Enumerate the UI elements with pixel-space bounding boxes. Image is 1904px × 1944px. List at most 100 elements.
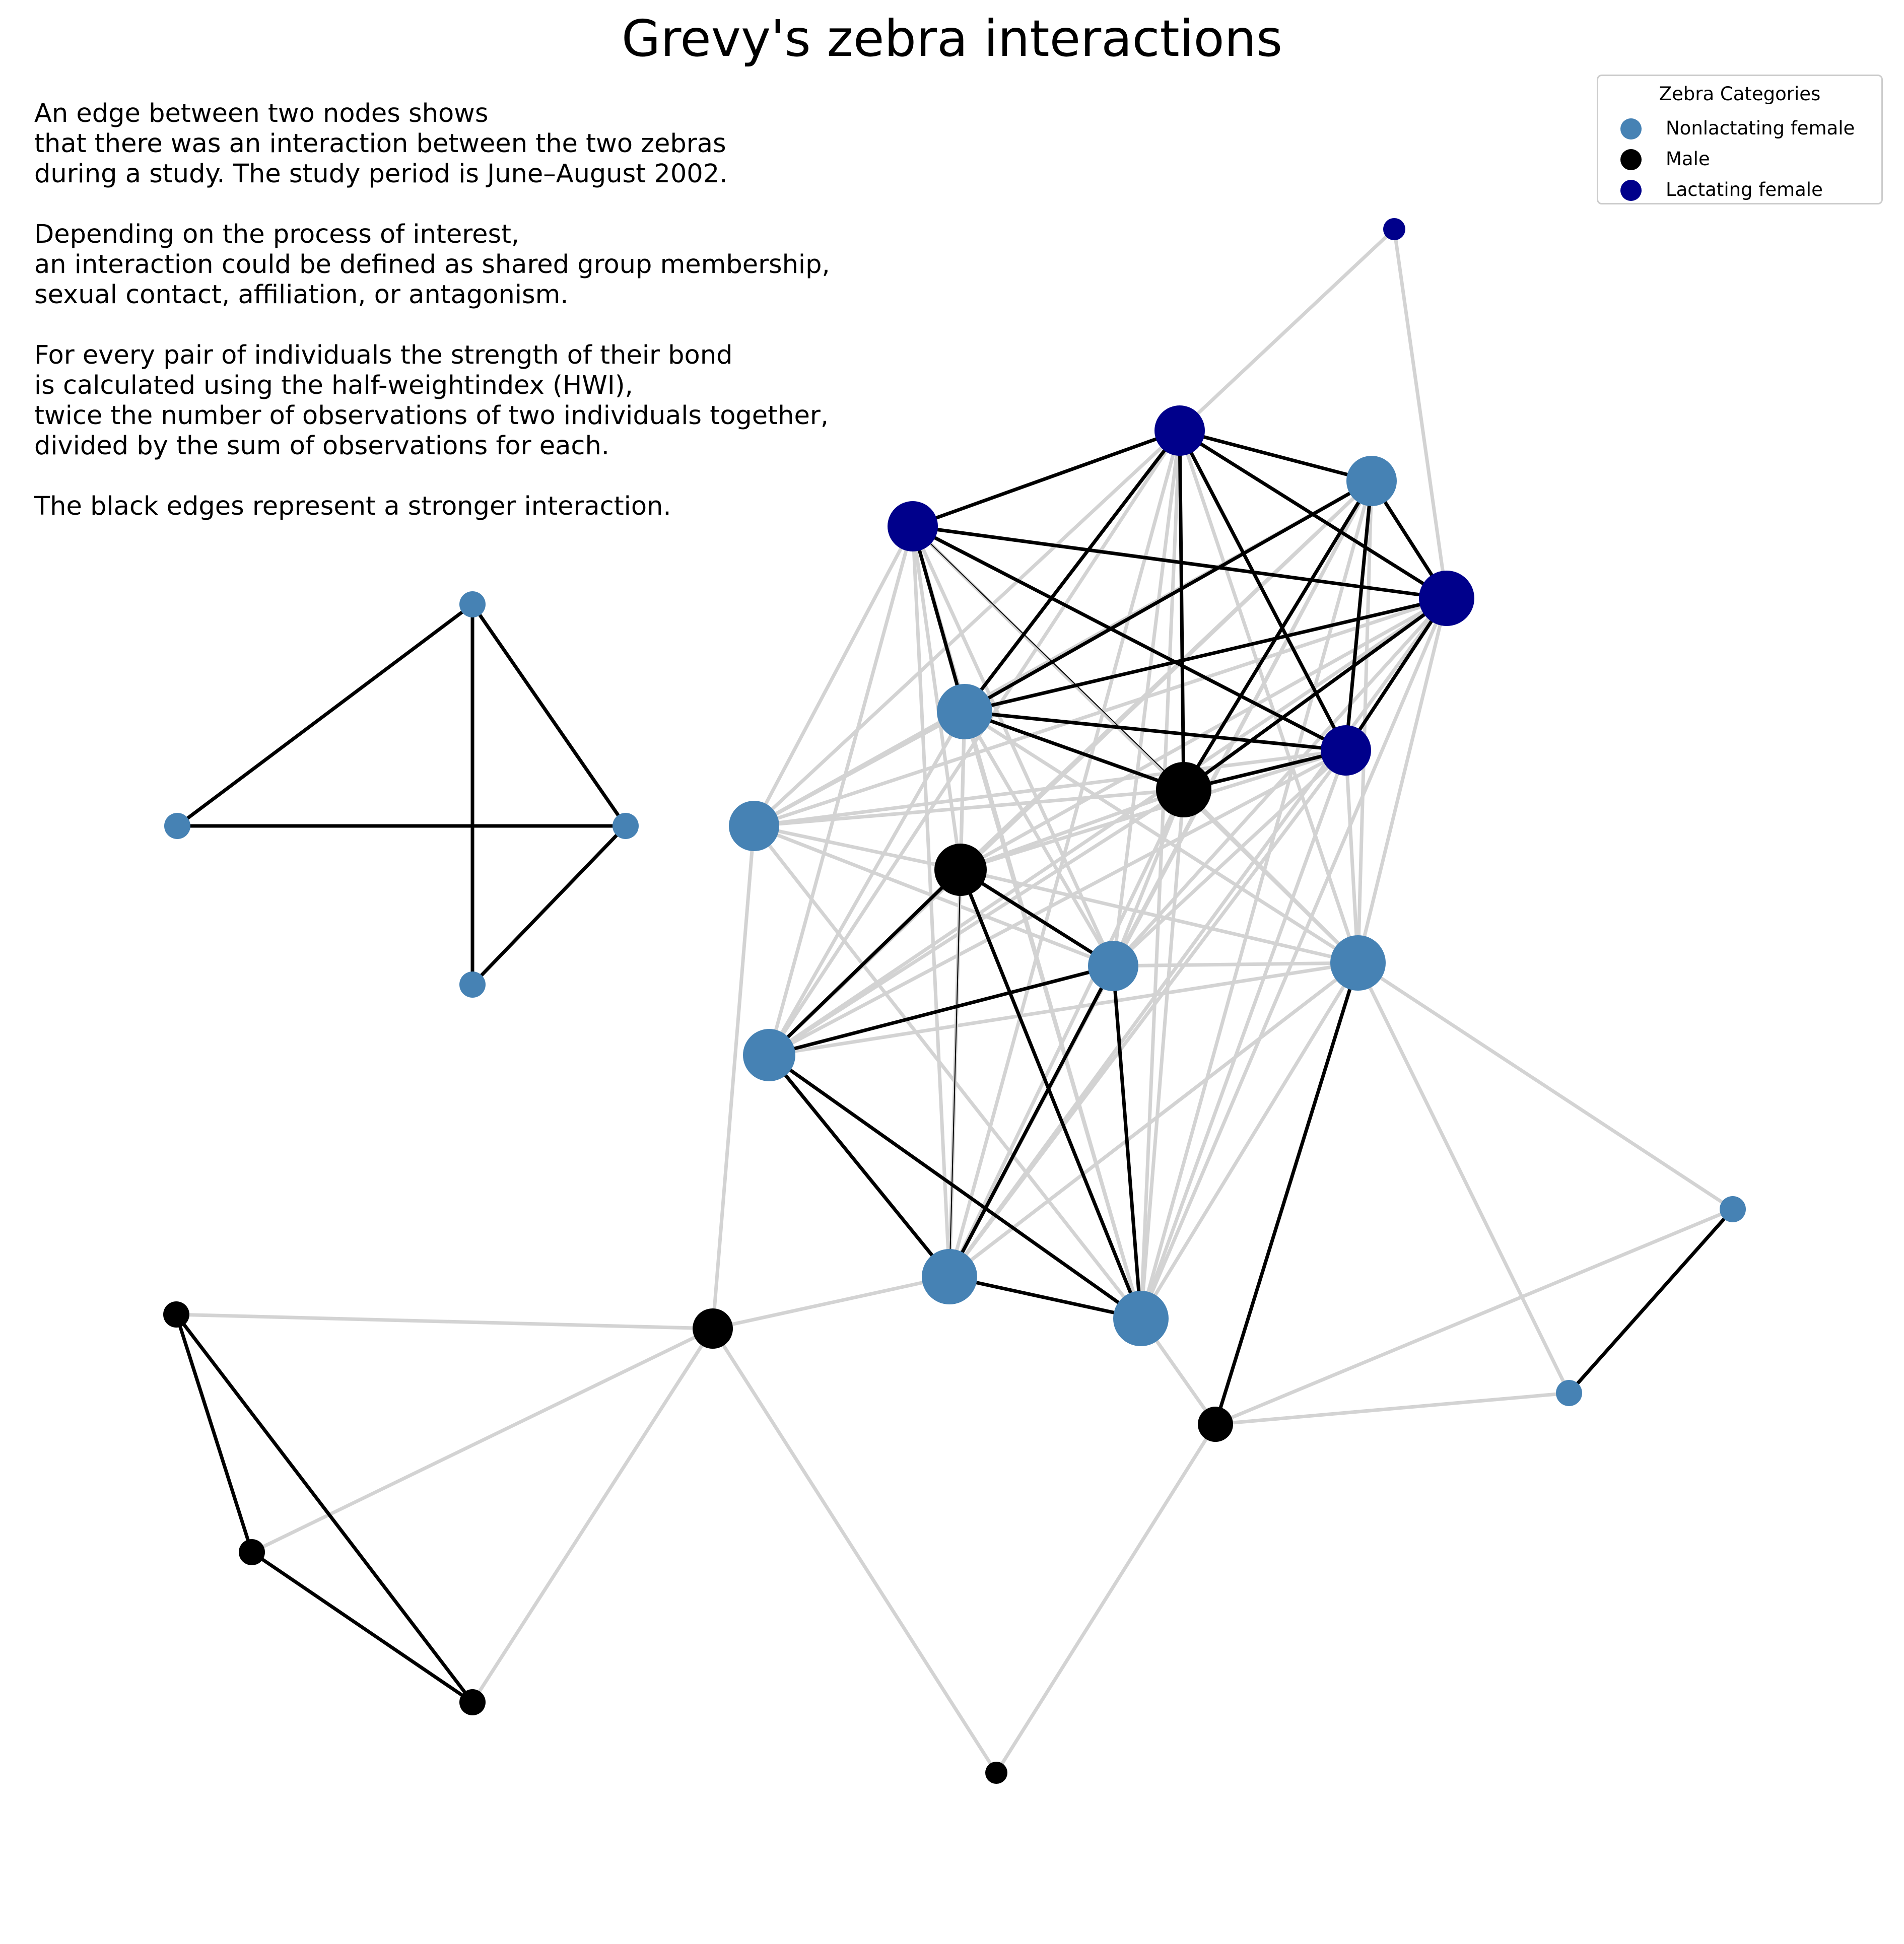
description-line: twice the number of observations of two … xyxy=(34,401,829,431)
strong-edge xyxy=(911,524,1348,752)
strong-edge xyxy=(963,429,1182,714)
strong-edge xyxy=(1178,429,1348,752)
strong-edge xyxy=(767,1053,951,1279)
legend-entry-nonlactating-female: Nonlactating female xyxy=(1598,116,1881,142)
weak-edge xyxy=(1392,227,1449,600)
weak-edge xyxy=(1111,961,1360,968)
zebra-node xyxy=(1383,218,1405,240)
strong-edges xyxy=(174,429,1735,1704)
weak-edge xyxy=(1139,429,1182,1321)
weak-edge xyxy=(752,824,1143,1321)
strong-edge xyxy=(470,602,628,828)
description-line: The black edges represent a stronger int… xyxy=(34,492,671,521)
weak-edge xyxy=(947,596,1449,1279)
zebra-node xyxy=(459,971,486,998)
strong-edge xyxy=(1344,596,1449,752)
weak-edge xyxy=(1344,748,1360,965)
zebra-node xyxy=(729,801,779,851)
strong-edge xyxy=(963,710,1348,752)
description-paragraph: An edge between two nodes shows that the… xyxy=(34,99,830,189)
legend-entry-lactating-female: Lactating female xyxy=(1598,178,1881,203)
strong-edge xyxy=(1178,429,1186,792)
strong-edge xyxy=(1344,479,1374,752)
weak-edge xyxy=(1111,429,1182,968)
zebra-node xyxy=(164,813,190,839)
zebra-node xyxy=(1154,405,1205,456)
strong-edge xyxy=(947,964,1115,1279)
weak-edges xyxy=(174,227,1735,1775)
zebra-node xyxy=(1321,725,1371,776)
weak-edge xyxy=(1213,1391,1571,1426)
strong-edge xyxy=(1111,964,1143,1321)
weak-edge xyxy=(752,429,1182,828)
zebra-node xyxy=(1556,1380,1582,1406)
description-line: For every pair of individuals the streng… xyxy=(34,340,733,370)
weak-edge xyxy=(767,596,1449,1057)
strong-edge xyxy=(767,868,963,1057)
legend-label: Lactating female xyxy=(1666,179,1823,200)
strong-edge xyxy=(1182,748,1348,792)
strong-edge xyxy=(963,596,1449,714)
weak-edge xyxy=(1356,961,1571,1395)
weak-edge xyxy=(963,710,1115,968)
description-text: An edge between two nodes shows that the… xyxy=(34,99,830,552)
zebra-node xyxy=(743,1029,795,1081)
weak-edge xyxy=(994,1422,1217,1775)
legend-marker xyxy=(1620,149,1642,170)
weak-edge xyxy=(752,524,915,828)
legend-title: Zebra Categories xyxy=(1659,83,1821,105)
description-line: An edge between two nodes shows xyxy=(34,99,489,128)
strong-edge xyxy=(250,1550,474,1704)
description-line: divided by the sum of observations for e… xyxy=(34,431,609,461)
zebra-node xyxy=(459,1689,486,1715)
strong-edge xyxy=(911,524,967,714)
strong-edge xyxy=(767,964,1115,1057)
weak-edge xyxy=(1182,788,1360,965)
weak-edge xyxy=(767,961,1360,1057)
weak-edge xyxy=(911,524,963,872)
description-paragraph: Depending on the process of interest, an… xyxy=(34,220,830,310)
weak-edge xyxy=(1111,596,1449,968)
weak-edge xyxy=(1139,479,1374,1321)
description-line: Depending on the process of interest, xyxy=(34,220,520,249)
description-paragraph: The black edges represent a stronger int… xyxy=(34,492,830,522)
zebra-node xyxy=(1720,1196,1746,1222)
weak-edge xyxy=(947,788,1186,1279)
strong-edge xyxy=(174,1312,254,1554)
legend-label: Male xyxy=(1666,148,1710,170)
weak-edge xyxy=(752,788,1186,828)
description-line: is calculated using the half-weightindex… xyxy=(34,371,633,400)
strong-edge xyxy=(911,524,1449,600)
strong-edge xyxy=(1178,429,1374,483)
weak-edge xyxy=(767,748,1348,1057)
description-line: that there was an interaction between th… xyxy=(34,129,726,159)
zebra-node xyxy=(922,1249,977,1304)
strong-edge xyxy=(963,479,1374,714)
zebra-node xyxy=(888,501,938,551)
legend-marker xyxy=(1620,118,1642,140)
strong-edge xyxy=(174,1312,474,1704)
weak-edge xyxy=(711,1327,998,1775)
strong-edge xyxy=(1182,596,1449,792)
weak-edge xyxy=(250,1327,715,1554)
weak-edge xyxy=(1139,596,1449,1321)
weak-edge xyxy=(1213,1207,1735,1426)
weak-edge xyxy=(947,961,1360,1279)
weak-edge xyxy=(1356,596,1449,965)
strong-edge xyxy=(1567,1207,1735,1395)
legend-label: Nonlactating female xyxy=(1666,117,1855,139)
weak-edge xyxy=(767,788,1186,1057)
description-paragraph: For every pair of individuals the streng… xyxy=(34,340,830,461)
zebra-node xyxy=(693,1308,733,1349)
zebra-node xyxy=(1113,1291,1169,1346)
weak-edge xyxy=(767,429,1182,1057)
zebra-node xyxy=(613,813,639,839)
weak-edge xyxy=(711,824,756,1331)
strong-edge xyxy=(1213,961,1360,1426)
zebra-node xyxy=(1198,1407,1233,1442)
strong-edge xyxy=(949,869,961,1277)
strong-edge xyxy=(911,429,1182,528)
zebra-node xyxy=(985,1762,1007,1784)
strong-edge xyxy=(959,868,1115,968)
